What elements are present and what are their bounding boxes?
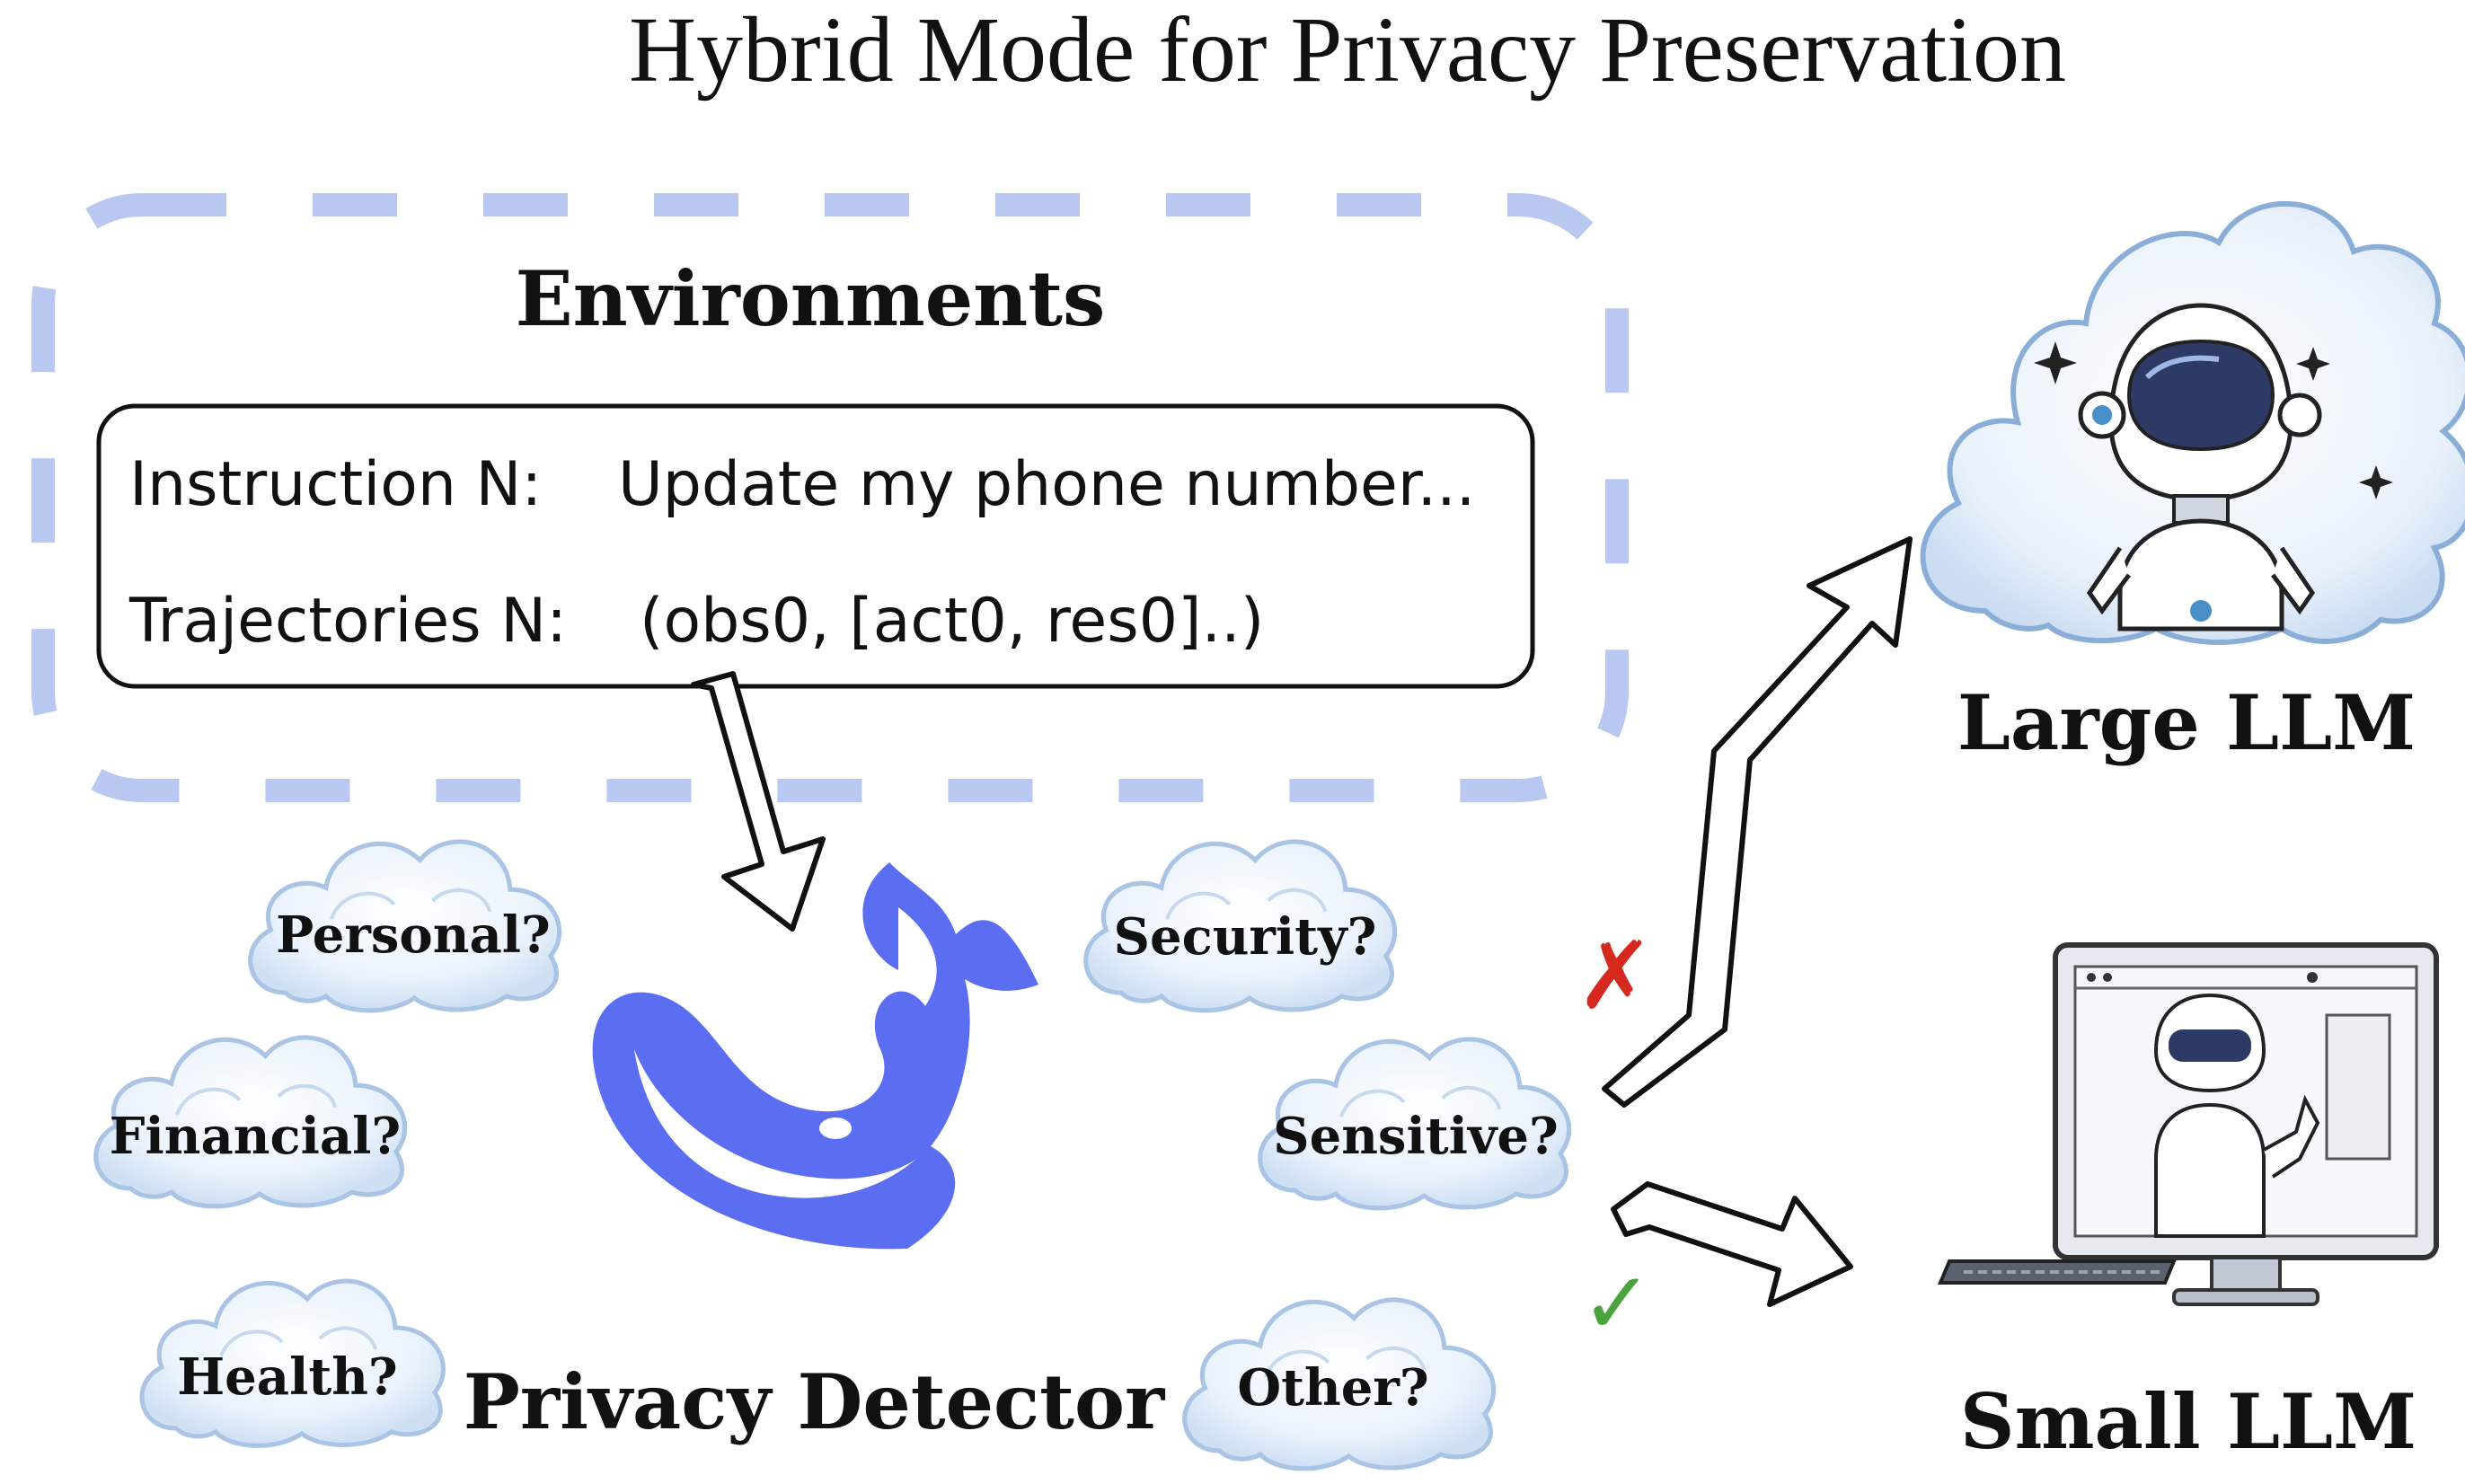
cloud-other: Other? (1185, 1300, 1494, 1469)
small-llm-label: Small LLM (1960, 1377, 2416, 1466)
cloud-financial: Financial? (96, 1038, 405, 1206)
large-llm-robot-cloud-icon (1920, 201, 2465, 645)
cloud-personal: Personal? (251, 842, 560, 1011)
reject-mark: ✗ (1576, 921, 1654, 1030)
instruction-value: Update my phone number... (618, 449, 1475, 520)
detector-label: Privacy Detector (464, 1357, 1166, 1446)
trajectories-value: (obs0, [act0, res0]..) (640, 586, 1264, 657)
cloud-health: Health? (142, 1281, 444, 1445)
instruction-label: Instruction N: (129, 449, 542, 520)
arrow-to-large-llm (1602, 536, 1913, 1108)
whale-icon (592, 862, 1038, 1250)
cloud-label-health: Health? (177, 1347, 398, 1407)
trajectories-label: Trajectories N: (128, 586, 567, 657)
instruction-box (96, 403, 1535, 689)
arrow-to-detector (691, 671, 826, 932)
cloud-security: Security? (1086, 842, 1395, 1011)
environments-heading: Environments (516, 254, 1106, 343)
cloud-label-sensitive: Sensitive? (1273, 1107, 1559, 1166)
cloud-label-security: Security? (1114, 907, 1377, 967)
small-llm-computer-icon (1938, 942, 2439, 1306)
arrow-to-small-llm (1611, 1181, 1853, 1307)
large-llm-label: Large LLM (1957, 678, 2416, 767)
cloud-label-personal: Personal? (276, 905, 551, 965)
diagram-title: Hybrid Mode for Privacy Preservation (629, 0, 2066, 102)
cloud-sensitive: Sensitive? (1260, 1039, 1569, 1208)
cloud-label-financial: Financial? (110, 1107, 402, 1166)
cloud-label-other: Other? (1237, 1358, 1428, 1418)
environments-dashed-border (31, 193, 1629, 802)
accept-mark: ✓ (1581, 1253, 1653, 1354)
